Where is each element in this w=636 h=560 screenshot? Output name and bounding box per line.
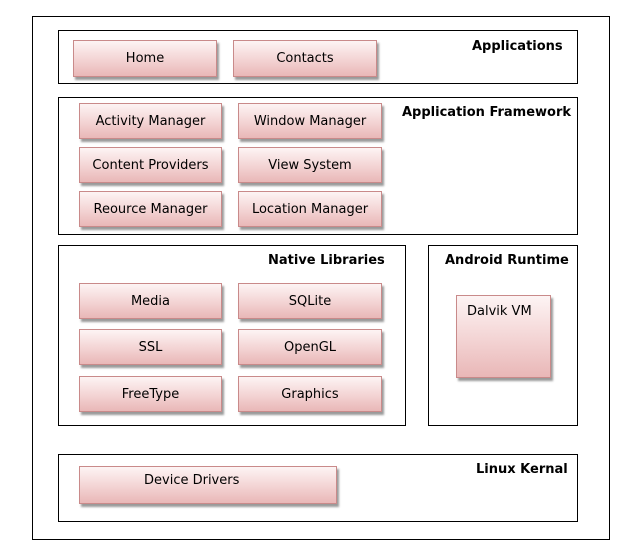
component-resource-manager: Reource Manager xyxy=(79,191,222,227)
component-location-manager: Location Manager xyxy=(238,191,382,227)
component-home: Home xyxy=(73,40,217,77)
applications-layer-title: Applications xyxy=(472,39,563,54)
component-activity-manager: Activity Manager xyxy=(79,103,222,139)
component-content-providers: Content Providers xyxy=(79,147,222,183)
component-dalvik-vm: Dalvik VM xyxy=(456,295,551,378)
component-window-manager: Window Manager xyxy=(238,103,382,139)
component-opengl: OpenGL xyxy=(238,329,382,365)
component-view-system: View System xyxy=(238,147,382,183)
native-libraries-layer-title: Native Libraries xyxy=(268,253,385,268)
component-media: Media xyxy=(79,283,222,319)
component-device-drivers: Device Drivers xyxy=(79,466,337,504)
component-graphics: Graphics xyxy=(238,376,382,412)
architecture-diagram xyxy=(32,16,610,540)
application-framework-layer-title: Application Framework xyxy=(402,105,572,120)
component-contacts: Contacts xyxy=(233,40,377,77)
component-ssl: SSL xyxy=(79,329,222,365)
component-freetype: FreeType xyxy=(79,376,222,412)
linux-kernel-layer-title: Linux Kernal xyxy=(476,462,568,477)
component-sqlite: SQLite xyxy=(238,283,382,319)
android-runtime-layer-title: Android Runtime xyxy=(445,253,569,268)
